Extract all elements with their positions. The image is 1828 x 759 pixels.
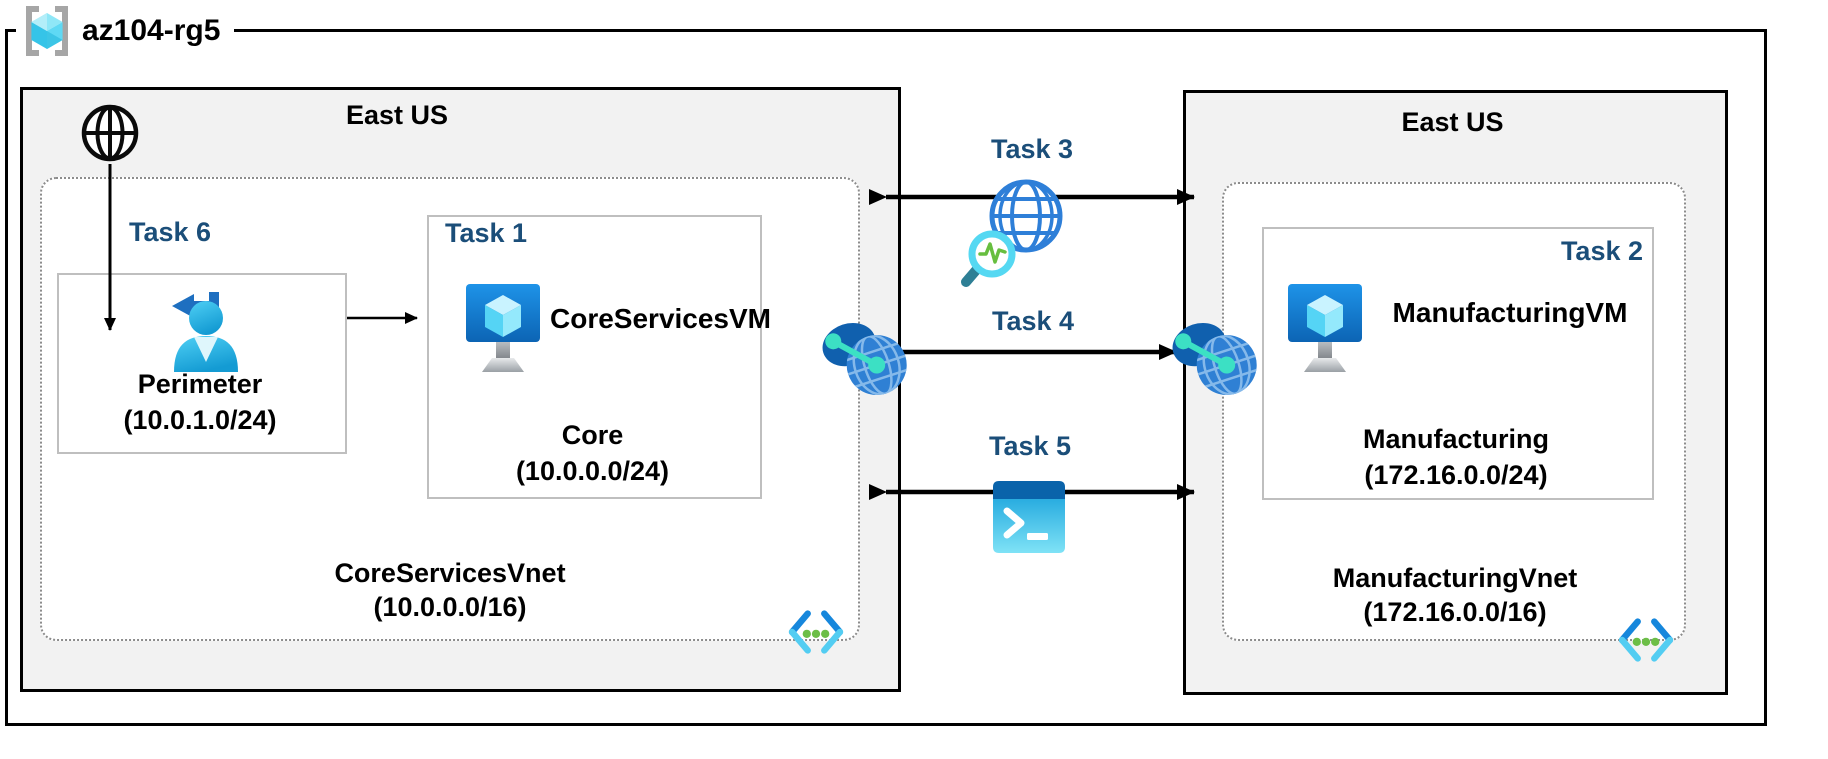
resource-group-label: az104-rg5 (16, 2, 235, 60)
virtual-machine-icon (1286, 282, 1364, 374)
virtual-machine-icon (464, 282, 542, 374)
manufacturing-subnet-label: Manufacturing (172.16.0.0/24) (1262, 421, 1650, 493)
resource-group-name: az104-rg5 (82, 14, 221, 47)
core-subnet-box (427, 215, 762, 499)
core-vnet-label: CoreServicesVnet (10.0.0.0/16) (250, 556, 650, 624)
perimeter-subnet-name: Perimeter (137, 369, 263, 399)
core-subnet-name: Core (561, 420, 624, 450)
resource-group-icon (20, 4, 74, 58)
region-left-title: East US (345, 100, 449, 130)
task6-label: Task 6 (128, 217, 212, 247)
task4-label: Task 4 (991, 306, 1075, 336)
task1-label: Task 1 (445, 218, 528, 248)
vnet-peering-icon (818, 310, 914, 406)
perimeter-subnet-cidr: (10.0.1.0/24) (123, 405, 277, 435)
manufacturing-vm-name: ManufacturingVM (1392, 297, 1628, 328)
code-brackets-icon (1617, 617, 1675, 663)
core-subnet-cidr: (10.0.0.0/24) (515, 456, 670, 486)
core-vm-name: CoreServicesVM (550, 303, 772, 334)
core-vnet-name: CoreServicesVnet (334, 558, 566, 588)
region-right-title: East US (1401, 107, 1504, 137)
network-watcher-icon (960, 170, 1072, 288)
core-subnet-label: Core (10.0.0.0/24) (427, 417, 758, 489)
core-vnet-cidr: (10.0.0.0/16) (373, 592, 527, 622)
manufacturing-subnet-cidr: (172.16.0.0/24) (1364, 460, 1548, 490)
manufacturing-vnet-label: ManufacturingVnet (172.16.0.0/16) (1255, 561, 1655, 629)
manufacturing-vnet-cidr: (172.16.0.0/16) (1363, 597, 1547, 627)
internet-globe-icon (80, 103, 140, 163)
sign-in-user-icon (154, 284, 246, 376)
cloud-shell-icon (991, 479, 1067, 555)
vnet-peering-icon (1168, 310, 1264, 406)
manufacturing-vnet-name: ManufacturingVnet (1332, 563, 1578, 593)
task3-label: Task 3 (990, 134, 1074, 164)
task5-label: Task 5 (988, 431, 1072, 461)
perimeter-subnet-label: Perimeter (10.0.1.0/24) (57, 366, 343, 438)
manufacturing-subnet-name: Manufacturing (1363, 424, 1549, 454)
task2-label: Task 2 (1560, 236, 1643, 266)
code-brackets-icon (787, 609, 845, 655)
